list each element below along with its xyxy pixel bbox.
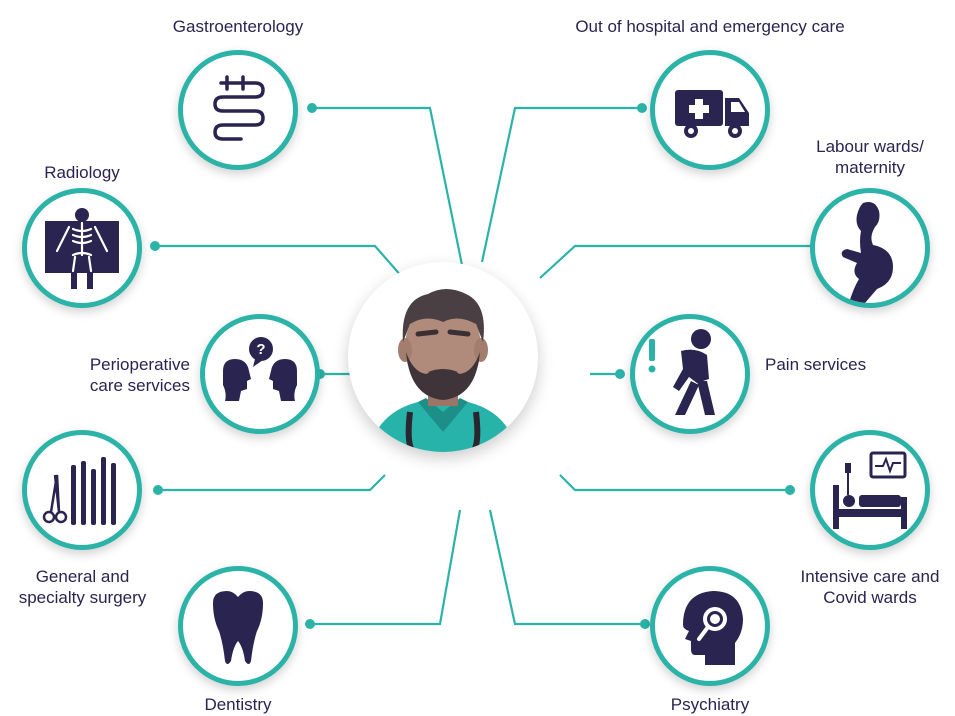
perioperative-label: Perioperative care services (30, 354, 190, 396)
connector-dot (637, 103, 647, 113)
dentistry-node[interactable] (178, 566, 298, 686)
intensive-label-line2: Covid wards (823, 588, 917, 607)
connector-radiology (155, 244, 404, 279)
connector-dot (615, 369, 625, 379)
perioperative-label-line2: care services (89, 376, 190, 395)
pregnant-woman-icon (841, 202, 893, 303)
pain-node[interactable] (630, 314, 750, 434)
surgery-node[interactable] (22, 430, 142, 550)
connector-dot (153, 485, 163, 495)
connector-dot (150, 241, 160, 251)
ambulance-icon (675, 90, 749, 138)
tooth-icon (213, 591, 263, 664)
connector-dentistry (310, 509, 462, 626)
connector-dot (785, 485, 795, 495)
emergency-label: Out of hospital and emergency care (575, 17, 845, 36)
head-magnifier-icon (683, 591, 743, 665)
connector-dot (640, 619, 650, 629)
maternity-label-line2: maternity (835, 158, 905, 177)
emergency-node[interactable] (650, 50, 770, 170)
intensive-label-line1: Intensive care and (800, 567, 940, 586)
gastroenterology-node[interactable] (178, 50, 298, 170)
surgical-instruments-icon (42, 457, 116, 525)
maternity-label-line1: Labour wards/ (816, 137, 924, 156)
psychiatry-node[interactable] (650, 566, 770, 686)
connector-dot (307, 103, 317, 113)
perioperative-node[interactable]: ? (200, 314, 320, 434)
intensive-node[interactable] (810, 430, 930, 550)
surgery-label: General and specialty surgery (0, 566, 165, 608)
psychiatry-label: Psychiatry (670, 695, 750, 714)
connector-psychiatry (488, 509, 645, 626)
doctor-avatar (348, 262, 538, 452)
consultation-heads-icon: ? (223, 337, 297, 401)
maternity-label: Labour wards/ maternity (790, 136, 950, 178)
connector-emergency (480, 106, 642, 263)
xray-skeleton-icon (45, 208, 119, 289)
gastroenterology-label: Gastroenterology (172, 17, 304, 36)
connector-maternity (539, 244, 815, 279)
connector-gastroenterology (312, 106, 464, 266)
pain-label: Pain services (765, 355, 867, 374)
radiology-node[interactable] (22, 188, 142, 308)
connector-dot (305, 619, 315, 629)
radiology-label: Radiology (44, 163, 120, 182)
maternity-node[interactable] (810, 188, 930, 308)
surgery-label-line2: specialty surgery (18, 588, 147, 607)
perioperative-label-line1: Perioperative (89, 355, 190, 374)
connector-surgery (158, 474, 386, 492)
intestine-icon (213, 75, 265, 141)
connector-intensive (559, 474, 790, 492)
intensive-label: Intensive care and Covid wards (785, 566, 955, 608)
svg-text:?: ? (256, 341, 265, 358)
back-pain-icon (648, 329, 715, 415)
dentistry-label: Dentistry (204, 695, 272, 714)
hospital-bed-monitor-icon (833, 451, 907, 529)
surgery-label-line1: General and (35, 567, 130, 586)
